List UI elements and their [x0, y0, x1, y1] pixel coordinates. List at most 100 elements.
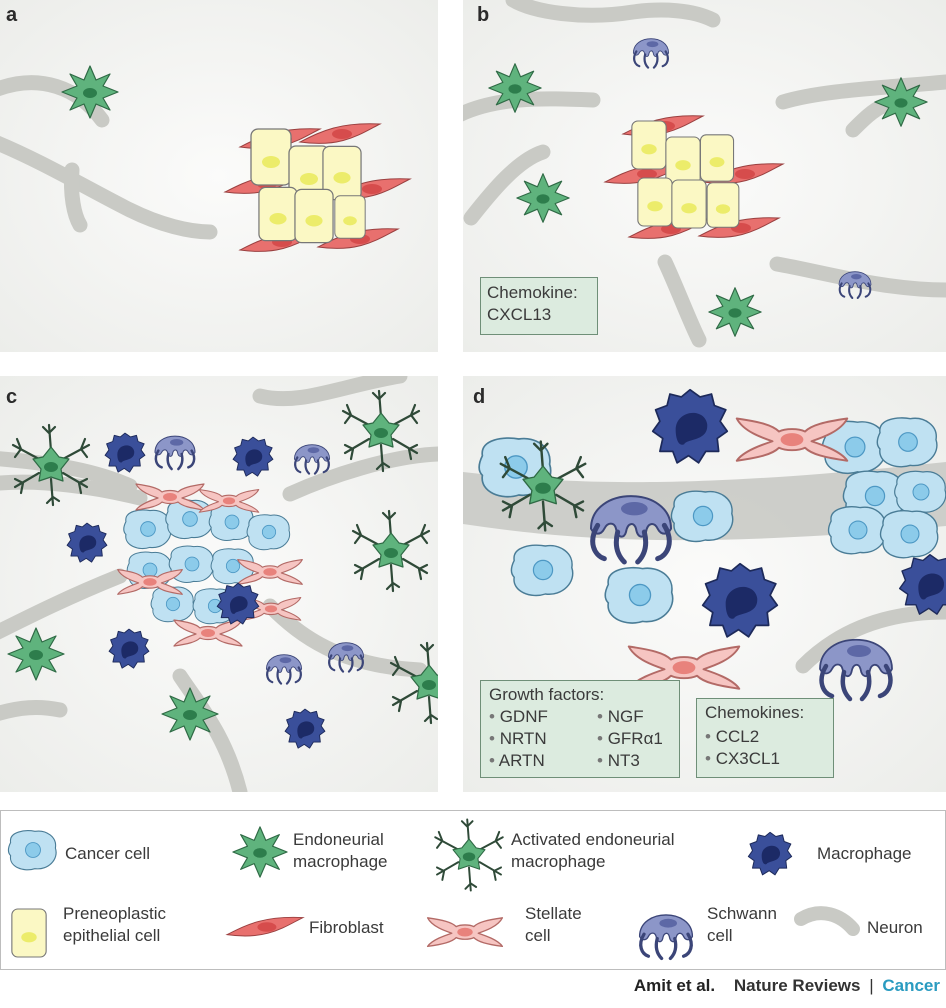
neuron — [0, 451, 138, 494]
neuron — [0, 136, 218, 240]
chemokine-text: Chemokine: CXCL13 — [487, 283, 578, 324]
neuron — [262, 598, 428, 678]
cancer-cell — [894, 470, 946, 514]
neuron — [0, 75, 110, 128]
legend-label: Cancer cell — [65, 844, 151, 863]
epithelial-cell — [706, 182, 740, 228]
cancer-cell-icon — [7, 830, 57, 871]
epithelial-cell — [258, 186, 298, 242]
credit-line: Amit et al. Nature Reviews | Cancer — [634, 976, 940, 996]
legend-label: Neuron — [867, 918, 923, 937]
growth-factors-title: Growth factors: — [489, 685, 605, 704]
panel-b-illustration — [463, 0, 946, 348]
macrophage — [651, 388, 729, 464]
panel-c: c — [0, 376, 438, 792]
schwann-cell — [153, 434, 197, 471]
endoneurial-macrophage — [7, 627, 65, 681]
authors: Amit et al. — [633, 976, 716, 995]
cancer-cell — [123, 509, 172, 550]
macrophage — [284, 708, 326, 749]
cancer-cell — [670, 490, 734, 543]
cancer-cell — [827, 506, 887, 555]
panel-a-illustration — [0, 65, 411, 252]
panel-letter-b: b — [477, 4, 490, 26]
neuron — [282, 446, 438, 502]
activated-endoneurial-macrophage — [351, 509, 431, 593]
macrophage-icon — [747, 831, 793, 876]
endoneurial-macrophage — [708, 287, 762, 337]
legend-label: Macrophage — [817, 844, 912, 863]
endoneurial-macrophage — [488, 63, 542, 113]
legend-icons — [7, 818, 860, 961]
schwann-cell — [265, 653, 303, 685]
legend: Cancer cell Endoneurial macrophage Activ… — [0, 810, 946, 970]
neuron — [845, 98, 891, 138]
growth-factor-item: NRTN — [489, 729, 597, 749]
neuron — [775, 74, 946, 110]
journal-topic: Cancer — [882, 976, 940, 995]
fibroblast-icon — [226, 916, 304, 937]
growth-factor-item: GFRα1 — [597, 729, 687, 749]
neuron — [657, 254, 707, 348]
legend-label: Preneoplastic epithelial cell — [63, 904, 167, 945]
neuron — [463, 144, 551, 226]
growth-factor-item: GDNF — [489, 707, 597, 727]
cancer-cell — [879, 510, 939, 559]
growth-factors-list: GDNF NGF NRTN GFRα1 ARTN NT3 — [481, 707, 679, 775]
macrophage — [104, 432, 146, 473]
growth-factor-item: NT3 — [597, 751, 687, 771]
growth-factor-item: NGF — [597, 707, 687, 727]
credit-separator: | — [869, 976, 874, 995]
legend-label: Fibroblast — [309, 918, 384, 937]
epithelial-cell — [671, 179, 707, 229]
chemokine-box: Chemokine: CXCL13 — [480, 277, 598, 335]
schwann-cell-icon — [637, 913, 695, 961]
chemokines-box: Chemokines: CCL2 CX3CL1 — [696, 698, 834, 778]
panel-c-illustration — [0, 376, 438, 792]
neuron — [0, 700, 68, 721]
neuron — [172, 668, 248, 792]
macrophage — [701, 562, 779, 638]
epithelial-cell — [631, 120, 667, 170]
chemokine-item: CCL2 — [705, 727, 825, 747]
activated-endoneurial-macrophage-icon — [434, 818, 504, 892]
endoneurial-macrophage-icon — [232, 826, 288, 878]
stellate-cell-icon — [426, 917, 504, 948]
panel-b: b Chemokine: CXCL13 — [463, 0, 946, 352]
epithelial-cell — [665, 136, 701, 186]
macrophage — [898, 553, 946, 615]
chemokine-item: CX3CL1 — [705, 749, 825, 769]
neuron-icon — [794, 906, 860, 936]
neuron — [505, 0, 721, 28]
panel-letter-d: d — [473, 386, 486, 408]
preneoplastic-epithelial-cell-icon — [11, 908, 47, 958]
panel-d: d Growth factors: GDNF NGF NRTN GFRα1 AR… — [463, 376, 946, 792]
schwann-cell — [820, 640, 892, 699]
neuron — [0, 474, 148, 506]
cancer-cell — [604, 566, 674, 624]
cancer-cell — [510, 544, 574, 597]
cancer-cell — [246, 514, 291, 551]
epithelial-cell — [699, 134, 735, 182]
epithelial-cell — [294, 188, 334, 244]
macrophage — [232, 436, 274, 477]
activated-endoneurial-macrophage — [389, 641, 438, 725]
epithelial-cell — [250, 128, 292, 186]
endoneurial-macrophage — [61, 65, 119, 119]
growth-factor-item: ARTN — [489, 751, 597, 771]
panel-letter-a: a — [6, 4, 18, 26]
chemokines-title: Chemokines: — [705, 703, 805, 722]
neuron — [0, 568, 128, 640]
legend-label: Activated endoneurial macrophage — [511, 830, 675, 871]
legend-label: Schwann cell — [707, 904, 777, 945]
macrophage — [66, 522, 108, 563]
chemokines-list: CCL2 CX3CL1 — [697, 725, 833, 773]
epithelial-cell — [637, 177, 673, 227]
neuron — [64, 162, 88, 233]
journal-name: Nature Reviews — [733, 976, 861, 995]
schwann-cell — [632, 37, 670, 69]
panel-letter-c: c — [6, 386, 18, 408]
neuron — [252, 376, 408, 407]
panel-a: a — [0, 0, 438, 352]
growth-factors-box: Growth factors: GDNF NGF NRTN GFRα1 ARTN… — [480, 680, 680, 778]
